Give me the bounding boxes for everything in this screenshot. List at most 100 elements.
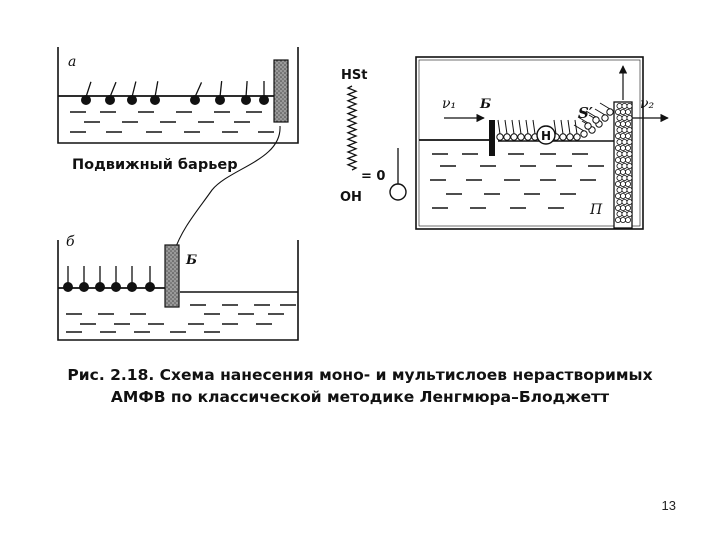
layer-molecule (621, 210, 628, 217)
layer-molecule (615, 121, 622, 128)
molecule-tail (525, 119, 529, 135)
molecule-head (95, 282, 105, 292)
layer-molecule (621, 103, 628, 110)
layer-molecule (625, 156, 632, 163)
layer-molecule (620, 109, 627, 116)
molecule-head (496, 133, 504, 141)
caption-line-2: АМФВ по классической методике Ленгмюра–Б… (110, 388, 610, 406)
layer-molecule (625, 204, 632, 211)
surface-monolayer (496, 119, 581, 141)
molecule-tail (573, 124, 585, 132)
molecule-tail (219, 81, 223, 98)
molecule-head (584, 122, 592, 130)
layer-molecule (616, 162, 623, 169)
molecule-head (127, 95, 137, 105)
panel-a-letter: а (68, 54, 76, 70)
molecule-tail (553, 119, 557, 135)
layer-molecule (616, 103, 623, 110)
hydrocarbon-chain (346, 85, 358, 171)
molecule-head (606, 108, 614, 116)
molecule-tail (599, 102, 611, 110)
connector-line (173, 125, 281, 253)
page-number: 13 (661, 498, 676, 513)
molecule-tail (574, 119, 578, 135)
molecule-head (127, 282, 137, 292)
layer-molecule (625, 216, 632, 223)
molecule-head (215, 95, 225, 105)
molecule-head (111, 282, 121, 292)
molecule-head (145, 282, 155, 292)
molecule-tail (560, 119, 564, 135)
layer-molecule (620, 132, 627, 139)
layer-molecule (615, 109, 622, 116)
molecule-tail (131, 81, 137, 98)
molecule-tail (585, 110, 597, 118)
molecules-compressed (63, 266, 155, 292)
molecule-head (580, 130, 588, 138)
molecule-head (63, 282, 73, 292)
figure-caption: Рис. 2.18. Схема нанесения моно- и мульт… (40, 364, 680, 408)
layer-molecule (621, 115, 628, 122)
polar-head-icon (389, 183, 407, 201)
molecule-tail (504, 119, 508, 135)
meniscus-molecules (573, 102, 614, 138)
layer-molecule (625, 121, 632, 128)
layer-molecule (615, 156, 622, 163)
layer-molecule (620, 144, 627, 151)
molecule-tail (511, 119, 515, 135)
molecule-tail (109, 81, 117, 98)
molecule-head (241, 95, 251, 105)
layer-molecule (626, 210, 633, 217)
caption-line-1: Схема нанесения моно- и мультислоев нера… (159, 366, 653, 384)
layer-molecule (620, 204, 627, 211)
substrate-label: П (589, 202, 603, 218)
layer-molecule (621, 174, 628, 181)
layer-molecule (616, 115, 623, 122)
panel-a: а Подвижный барьер (57, 47, 299, 173)
barrier-b (164, 244, 180, 308)
molecule-tail (577, 116, 589, 124)
layer-molecule (626, 103, 633, 110)
movable-barrier (273, 59, 289, 123)
layer-molecule (621, 138, 628, 145)
layer-molecule (616, 138, 623, 145)
layer-molecule (615, 204, 622, 211)
layer-molecule (621, 198, 628, 205)
layer-molecule (626, 162, 633, 169)
layer-molecule (621, 150, 628, 157)
molecule-head (524, 133, 532, 141)
movable-barrier-label: Подвижный барьер (72, 157, 238, 173)
water-dashes (70, 111, 274, 133)
layer-molecule (615, 132, 622, 139)
molecule-head (592, 116, 600, 124)
molecule-head (150, 95, 160, 105)
layer-molecule (616, 210, 623, 217)
layer-molecule (625, 144, 632, 151)
molecule-tail (594, 108, 606, 116)
molecule-head (259, 95, 269, 105)
layer-molecule (626, 186, 633, 193)
layer-molecule (626, 150, 633, 157)
layer-molecule (621, 127, 628, 134)
molecule-head (81, 95, 91, 105)
layer-molecule (620, 168, 627, 175)
hydrophobic-tail-label: HSt (341, 68, 367, 83)
molecule-tail (497, 119, 501, 135)
layer-molecule (625, 180, 632, 187)
molecule-head (79, 282, 89, 292)
layer-molecule (621, 186, 628, 193)
layer-molecule (620, 180, 627, 187)
layer-molecule (626, 115, 633, 122)
layer-molecule (615, 180, 622, 187)
layer-molecule (616, 186, 623, 193)
layer-molecule (626, 198, 633, 205)
layer-molecule (616, 150, 623, 157)
hydrophilic-head-label: OH (340, 190, 362, 205)
velocity-2-label: ν₂ (640, 96, 655, 112)
layer-molecule (616, 127, 623, 134)
panel-b-letter: б (66, 234, 75, 250)
water-dashes (430, 153, 604, 209)
layer-molecule (620, 156, 627, 163)
molecule-head (566, 133, 574, 141)
molecule-tail (567, 119, 571, 135)
